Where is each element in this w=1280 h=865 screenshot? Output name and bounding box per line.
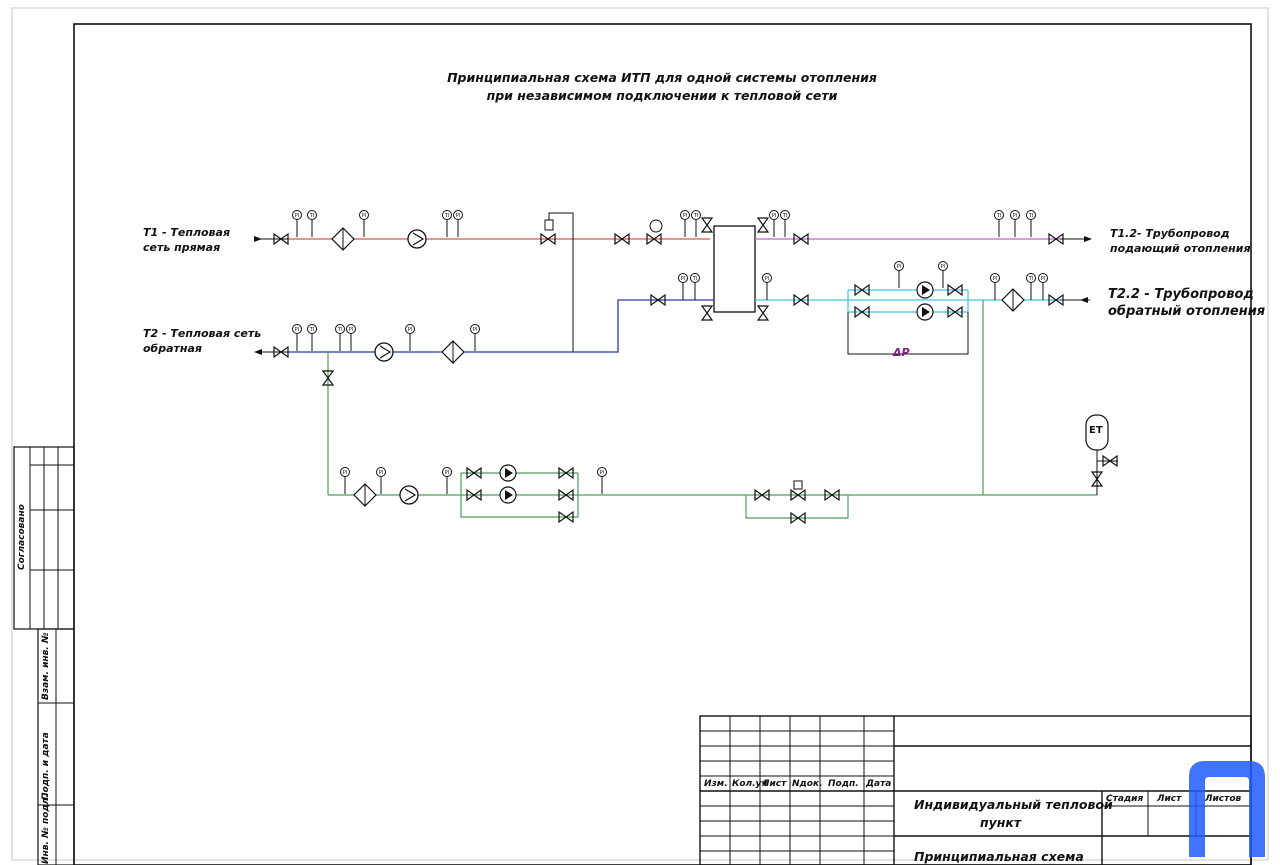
label-t2-line1: Т2 - Тепловая сеть (143, 327, 262, 340)
return-pipeline (254, 273, 714, 364)
tb-name-line2: пункт (980, 815, 1022, 830)
stamp-sign-date: Подп. и дата (41, 732, 51, 800)
label-delta-p: ΔР (893, 346, 910, 359)
tb-header-kol: Кол.уч (732, 779, 768, 789)
makeup-pipeline (322, 352, 1118, 524)
expansion-tank (1085, 414, 1109, 451)
label-t22-line1: Т2.2 - Трубопровод (1108, 287, 1254, 302)
tb-header-list: Лист (762, 779, 787, 789)
label-t2-line2: обратная (143, 342, 202, 355)
heating-return-pipeline (755, 261, 1090, 495)
stamp-inv-original: Инв. № подл. (41, 794, 51, 864)
brand-logo-icon (1189, 761, 1265, 857)
label-t12-line2: подающий отопления (1110, 242, 1251, 255)
label-t1-line1: Т1 - Тепловая (143, 226, 231, 239)
tb-name-line1: Индивидуальный тепловой (914, 797, 1113, 812)
label-t12-line1: Т1.2- Трубопровод (1110, 227, 1230, 240)
tb-stage: Стадия (1106, 794, 1144, 804)
label-t1-line2: сеть прямая (143, 241, 221, 254)
heating-supply-pipeline (755, 210, 1092, 245)
heat-exchanger (713, 225, 756, 313)
tb-header-data: Дата (866, 779, 892, 789)
supply-pipeline (254, 210, 713, 352)
diagram-title-line1: Принципиальная схема ИТП для одной систе… (447, 70, 877, 85)
diagram-title-line2: при независимом подключении к тепловой с… (486, 88, 838, 103)
title-block (699, 715, 1252, 865)
label-t22-line2: обратный отопления (1108, 304, 1266, 319)
tb-header-podp: Подп. (828, 779, 859, 789)
tb-header-izm: Изм. (704, 779, 728, 789)
stamp-inv-replaced: Взам. инв. № (41, 632, 51, 700)
tb-sheet-title: Принципиальная схема (914, 849, 1084, 864)
tb-sheet: Лист (1157, 794, 1182, 804)
stamp-agreed: Согласовано (17, 504, 27, 570)
side-stamp-columns (37, 628, 75, 865)
tb-sheets: Листов (1205, 794, 1242, 804)
label-expansion-tank: ЕТ (1089, 425, 1103, 436)
tb-header-ndok: Nдок. (792, 779, 823, 789)
drawing-frame (73, 23, 1252, 865)
